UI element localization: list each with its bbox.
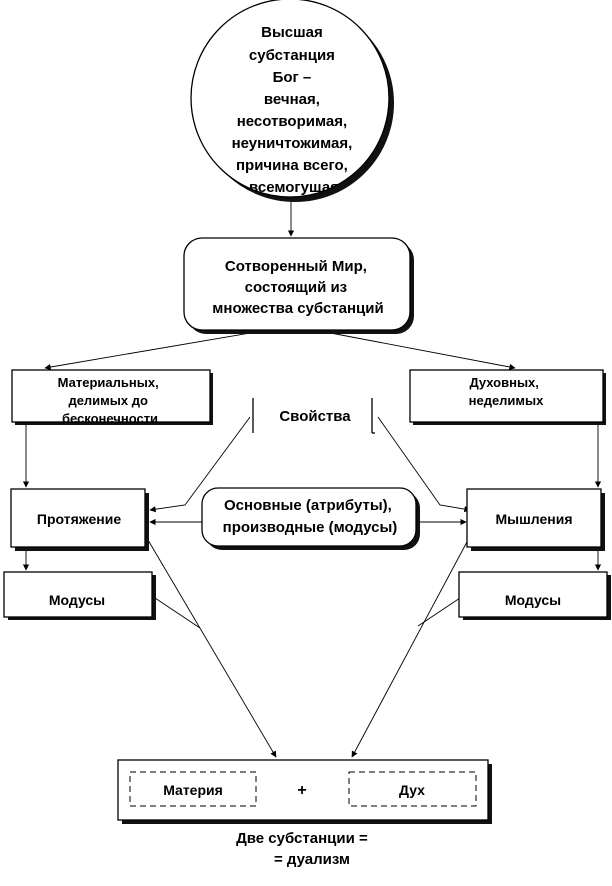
god-line: Высшая [261, 24, 323, 41]
spiritual-line: Духовных, [469, 375, 538, 390]
attributes-line: Основные (атрибуты), [224, 497, 392, 514]
world-line: множества субстанций [212, 300, 383, 317]
modes-left-label: Модусы [49, 592, 105, 608]
properties-label: Свойства [279, 408, 351, 425]
attributes-line: производные (модусы) [223, 519, 398, 536]
node-modes-right: Модусы [458, 571, 611, 620]
edge-thinking-dualism [351, 539, 469, 758]
plus-sign: + [297, 782, 306, 799]
caption-line: Две субстанции = [236, 830, 368, 847]
node-attributes: Основные (атрибуты), производные (модусы… [201, 487, 420, 550]
god-line: Бог – [273, 69, 312, 86]
god-line: неуничтожимая, [232, 135, 353, 152]
edge-world-material [44, 330, 263, 371]
node-modes-left: Модусы [3, 571, 156, 620]
material-label: Материальных, делимых до бесконечности [58, 375, 163, 426]
node-god: Высшая субстанция Бог – вечная, несотвор… [190, 0, 394, 202]
spiritual-label: Духовных, неделимых [469, 375, 545, 408]
node-material: Материальных, делимых до бесконечности [11, 369, 213, 426]
god-label: Высшая субстанция Бог – вечная, несотвор… [232, 24, 357, 196]
edge-properties-extension [149, 416, 251, 513]
material-line: бесконечности [62, 411, 158, 426]
god-line: всемогущая [249, 179, 339, 196]
world-label: Сотворенный Мир, состоящий из множества … [212, 258, 383, 317]
edges-layer [22, 200, 602, 758]
edge-properties-thinking [377, 416, 471, 513]
node-spiritual: Духовных, неделимых [409, 369, 606, 425]
thinking-label: Мышления [495, 511, 572, 527]
node-dualism: Материя + Дух [117, 759, 492, 824]
god-line: причина всего, [236, 157, 348, 174]
node-world: Сотворенный Мир, состоящий из множества … [183, 237, 414, 334]
material-line: делимых до [68, 393, 148, 408]
node-properties: Свойства [252, 398, 375, 434]
node-matter: Материя [129, 771, 257, 807]
god-line: несотворимая, [237, 113, 347, 130]
edge-modes-right-dualism [417, 597, 461, 627]
node-thinking: Мышления [466, 488, 605, 551]
node-spirit: Дух [348, 771, 477, 807]
world-line: состоящий из [245, 279, 347, 296]
edge-modes-left-dualism [154, 597, 201, 629]
spiritual-line: неделимых [469, 393, 545, 408]
god-line: субстанция [249, 47, 335, 64]
extension-label: Протяжение [37, 511, 121, 527]
edge-world-spiritual [319, 330, 516, 371]
god-line: вечная, [264, 91, 320, 108]
attributes-label: Основные (атрибуты), производные (модусы… [223, 497, 398, 536]
dualism-caption: Две субстанции = = дуализм [236, 830, 372, 868]
caption-line: = дуализм [274, 851, 350, 868]
world-line: Сотворенный Мир, [225, 258, 367, 275]
edge-extension-dualism [147, 539, 277, 758]
node-extension: Протяжение [10, 488, 149, 551]
material-line: Материальных, [58, 375, 159, 390]
matter-label: Материя [163, 782, 223, 798]
modes-right-label: Модусы [505, 592, 561, 608]
spirit-label: Дух [399, 782, 425, 798]
